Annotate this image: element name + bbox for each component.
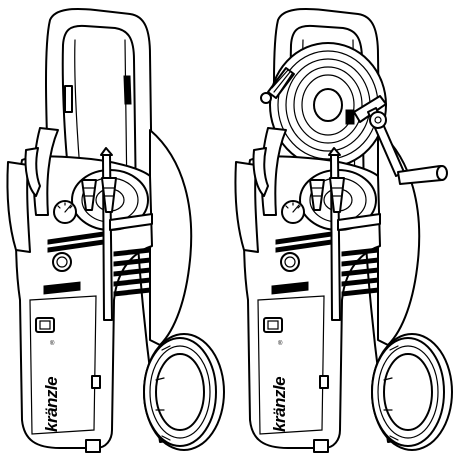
- foot-front: [313, 439, 329, 453]
- handle-slot-upper: [123, 75, 132, 105]
- foot-front: [85, 439, 101, 453]
- spray-gun-trigger: [24, 147, 41, 197]
- registered-mark: ®: [278, 340, 283, 347]
- brand-logo: kränzle: [42, 377, 61, 432]
- spray-gun-holster: [234, 161, 259, 253]
- rear-shell: [149, 129, 193, 346]
- vent-grille: [275, 231, 379, 297]
- handle-slot-lower: [64, 85, 73, 113]
- lance-holder: [109, 213, 153, 231]
- registered-mark: ®: [50, 340, 55, 347]
- lance-nozzle: [100, 147, 113, 156]
- wheel: [143, 333, 225, 451]
- connector-strip: [271, 281, 309, 295]
- power-switch: [35, 317, 55, 333]
- nozzle-cone-right: [101, 177, 117, 213]
- wheel: [371, 333, 453, 451]
- nozzle-cone-right: [329, 177, 345, 213]
- front-panel: [257, 295, 325, 435]
- foot-rear: [319, 375, 329, 389]
- control-knob: [52, 252, 72, 272]
- pressure-washer-with-hose-reel: kränzle ®: [234, 8, 453, 453]
- front-panel: [29, 295, 97, 435]
- power-switch: [263, 317, 283, 333]
- pressure-gauge-needle: [64, 204, 72, 213]
- control-knob: [280, 252, 300, 272]
- brand-logo: kränzle: [270, 377, 289, 432]
- reel-crank-hub: [369, 111, 387, 129]
- reel-bracket: [353, 95, 387, 123]
- lance-holder: [337, 213, 381, 231]
- pressure-washer-without-hose-reel: kränzle ®: [6, 8, 225, 453]
- spray-gun-holster: [6, 161, 31, 253]
- vent-grille: [47, 231, 151, 297]
- foot-rear: [91, 375, 101, 389]
- spray-gun-trigger: [252, 147, 269, 197]
- hose-reel: [260, 42, 387, 168]
- connector-strip: [43, 281, 81, 295]
